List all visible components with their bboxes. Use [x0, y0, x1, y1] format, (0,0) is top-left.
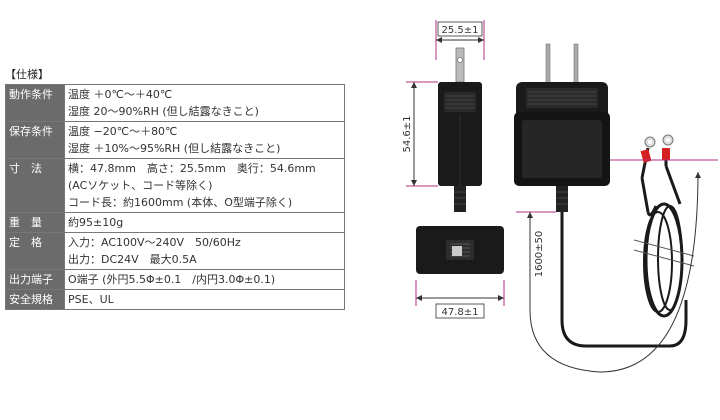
table-row: 安全規格 PSE、UL [5, 289, 345, 310]
value-line: 横：47.8mm 高さ：25.5mm 奥行：54.6mm [68, 162, 316, 175]
table-row: 動作条件 温度 ＋0℃～＋40℃ 湿度 20～90%RH (但し結露なきこと) [5, 84, 345, 122]
depth-label: 54.6±1 [402, 115, 413, 152]
value-line: 湿度 20～90%RH (但し結露なきこと) [68, 105, 259, 118]
value-line: 入力：AC100V～240V 50/60Hz [68, 236, 241, 249]
value-line: 湿度 ＋10%～95%RH (但し結露なきこと) [68, 142, 281, 155]
row-label: 出力端子 [5, 269, 65, 290]
value-line: コード長：約1600mm (本体、O型端子除く) [68, 196, 293, 209]
adapter-dimension-drawing: 25.5±1 54.6±1 [402, 20, 718, 373]
table-row: 出力端子 O端子 (外円5.5Φ±0.1 /内円3.0Φ±0.1) [5, 269, 345, 290]
spec-table: 動作条件 温度 ＋0℃～＋40℃ 湿度 20～90%RH (但し結露なきこと) … [5, 84, 345, 310]
row-label: 安全規格 [5, 289, 65, 310]
table-row: 保存条件 温度 −20℃～＋80℃ 湿度 ＋10%～95%RH (但し結露なきこ… [5, 121, 345, 159]
width-bottom-label: 47.8±1 [441, 307, 478, 318]
dimension-width-bottom: 47.8±1 [415, 280, 505, 319]
spec-heading: 【仕様】 [5, 68, 49, 81]
value-line: PSE、UL [68, 293, 114, 306]
width-top-label: 25.5±1 [441, 25, 478, 36]
dimension-depth: 54.6±1 [402, 81, 438, 187]
table-row: 寸 法 横：47.8mm 高さ：25.5mm 奥行：54.6mm (ACソケット… [5, 158, 345, 213]
value-line: 温度 −20℃～＋80℃ [68, 125, 178, 138]
row-value: 温度 −20℃～＋80℃ 湿度 ＋10%～95%RH (但し結露なきこと) [64, 121, 345, 159]
power-cord [560, 165, 695, 348]
row-value: 約95±10g [64, 212, 345, 233]
adapter-side-view [438, 47, 482, 212]
row-value: 温度 ＋0℃～＋40℃ 湿度 20～90%RH (但し結露なきこと) [64, 84, 345, 122]
adapter-front-view [514, 43, 610, 212]
row-label: 定 格 [5, 232, 65, 270]
value-line: 約95±10g [68, 216, 124, 229]
row-value: O端子 (外円5.5Φ±0.1 /内円3.0Φ±0.1) [64, 269, 345, 290]
row-label: 動作条件 [5, 84, 65, 122]
value-line: 温度 ＋0℃～＋40℃ [68, 88, 173, 101]
value-line: O端子 (外円5.5Φ±0.1 /内円3.0Φ±0.1) [68, 273, 276, 286]
dimension-cord: 1600±50 [516, 159, 718, 373]
row-value: 横：47.8mm 高さ：25.5mm 奥行：54.6mm (ACソケット、コード… [64, 158, 345, 213]
dimension-width-top: 25.5±1 [435, 20, 485, 60]
table-row: 定 格 入力：AC100V～240V 50/60Hz 出力：DC24V 最大0.… [5, 232, 345, 270]
value-line: 出力：DC24V 最大0.5A [68, 253, 197, 266]
row-label: 重 量 [5, 212, 65, 233]
cord-length-label: 1600±50 [534, 231, 545, 278]
adapter-bottom-view [416, 226, 504, 274]
row-value: 入力：AC100V～240V 50/60Hz 出力：DC24V 最大0.5A [64, 232, 345, 270]
row-label: 寸 法 [5, 158, 65, 213]
value-line: (ACソケット、コード等除く) [68, 179, 213, 192]
row-label: 保存条件 [5, 121, 65, 159]
row-value: PSE、UL [64, 289, 345, 310]
ring-terminals [640, 134, 674, 179]
table-row: 重 量 約95±10g [5, 212, 345, 233]
